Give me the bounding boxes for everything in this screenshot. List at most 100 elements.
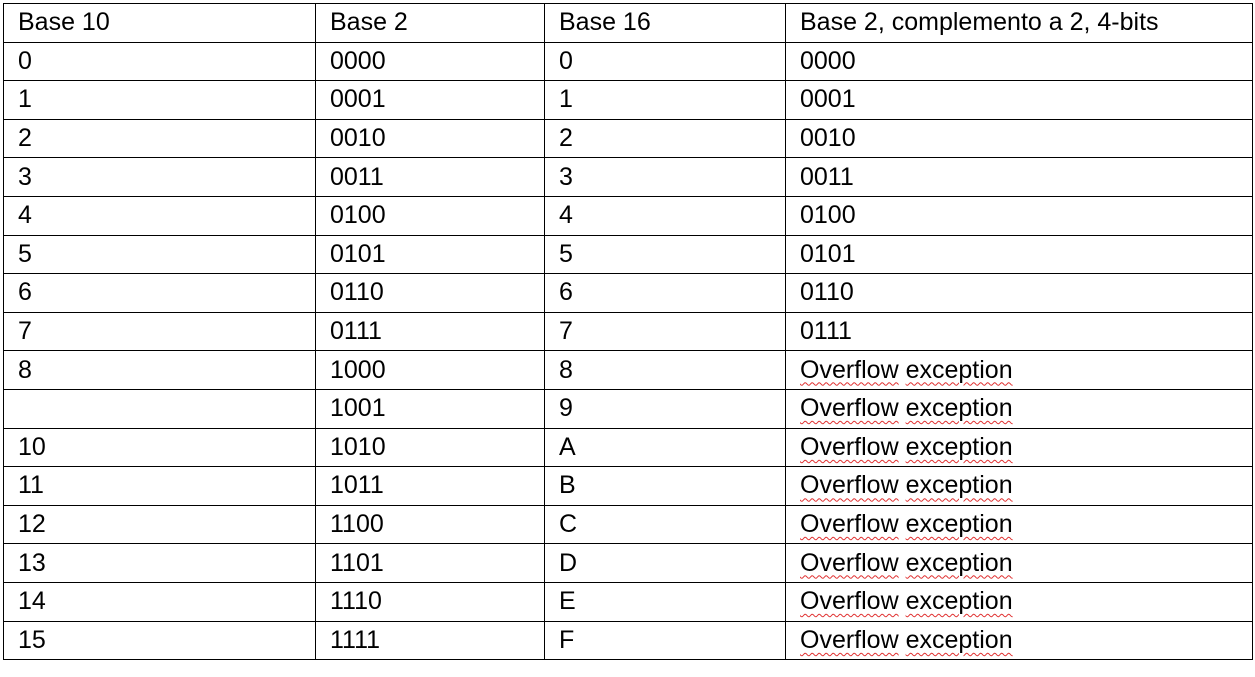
- overflow-word: exception: [905, 548, 1013, 577]
- cell-base2: 1101: [315, 543, 545, 583]
- cell-base2: 0110: [315, 273, 545, 313]
- cell-base16: B: [544, 466, 786, 506]
- cell-base10: 0: [3, 41, 316, 82]
- overflow-word: Overflow: [800, 548, 899, 577]
- cell-base16: C: [544, 504, 786, 545]
- overflow-word: exception: [905, 394, 1013, 423]
- cell-base2: 0101: [315, 234, 545, 275]
- cell-base16: E: [544, 581, 786, 622]
- header-base10: Base 10: [3, 3, 316, 43]
- cell-base2: 0001: [315, 80, 545, 120]
- cell-base10: 11: [3, 466, 316, 506]
- cell-base16: 7: [544, 311, 786, 352]
- cell-base10: 13: [3, 543, 316, 583]
- cell-twos-complement-overflow: Overflow exception: [785, 620, 1253, 661]
- cell-twos-complement: 0001: [785, 80, 1253, 120]
- cell-twos-complement-overflow: Overflow exception: [785, 427, 1253, 468]
- overflow-word: exception: [905, 510, 1013, 539]
- cell-base10: 8: [3, 350, 316, 390]
- overflow-word: exception: [905, 355, 1013, 384]
- cell-base16: 3: [544, 157, 786, 197]
- cell-twos-complement: 0101: [785, 234, 1253, 275]
- cell-twos-complement-overflow: Overflow exception: [785, 581, 1253, 622]
- cell-base10: 14: [3, 581, 316, 622]
- cell-base16: 9: [544, 388, 786, 429]
- cell-base16: 8: [544, 350, 786, 390]
- cell-base16: F: [544, 620, 786, 661]
- cell-base2: 1010: [315, 427, 545, 468]
- cell-base2: 0111: [315, 311, 545, 352]
- overflow-word: exception: [905, 432, 1013, 461]
- overflow-word: Overflow: [800, 355, 899, 384]
- cell-base16: D: [544, 543, 786, 583]
- cell-base10: 10: [3, 427, 316, 468]
- cell-twos-complement: 0011: [785, 157, 1253, 197]
- cell-twos-complement: 0111: [785, 311, 1253, 352]
- cell-base10: 15: [3, 620, 316, 661]
- cell-base2: 1110: [315, 581, 545, 622]
- cell-base10: 4: [3, 195, 316, 236]
- cell-base16: 2: [544, 118, 786, 159]
- cell-base16: 1: [544, 80, 786, 120]
- cell-base2: 1001: [315, 388, 545, 429]
- cell-base16: 6: [544, 273, 786, 313]
- overflow-word: exception: [905, 471, 1013, 500]
- cell-twos-complement-overflow: Overflow exception: [785, 504, 1253, 545]
- cell-twos-complement: 0100: [785, 195, 1253, 236]
- cell-base10: 7: [3, 311, 316, 352]
- overflow-word: Overflow: [800, 432, 899, 461]
- cell-base16: 0: [544, 41, 786, 82]
- cell-base10: 2: [3, 118, 316, 159]
- number-base-table: Base 10 Base 2 Base 16 Base 2, complemen…: [3, 3, 1253, 661]
- overflow-word: Overflow: [800, 587, 899, 616]
- cell-twos-complement-overflow: Overflow exception: [785, 350, 1253, 390]
- header-base16: Base 16: [544, 3, 786, 43]
- cell-base2: 0011: [315, 157, 545, 197]
- cell-base10: [3, 388, 316, 429]
- cell-base10: 3: [3, 157, 316, 197]
- header-base2: Base 2: [315, 3, 545, 43]
- cell-twos-complement: 0010: [785, 118, 1253, 159]
- cell-base16: 4: [544, 195, 786, 236]
- cell-base2: 0010: [315, 118, 545, 159]
- overflow-word: Overflow: [800, 510, 899, 539]
- cell-twos-complement: 0110: [785, 273, 1253, 313]
- header-twos-complement: Base 2, complemento a 2, 4-bits: [785, 3, 1253, 43]
- cell-base2: 1100: [315, 504, 545, 545]
- cell-base16: A: [544, 427, 786, 468]
- cell-base2: 1000: [315, 350, 545, 390]
- cell-twos-complement-overflow: Overflow exception: [785, 466, 1253, 506]
- cell-base2: 0100: [315, 195, 545, 236]
- cell-base10: 12: [3, 504, 316, 545]
- cell-twos-complement-overflow: Overflow exception: [785, 388, 1253, 429]
- cell-base10: 5: [3, 234, 316, 275]
- cell-twos-complement-overflow: Overflow exception: [785, 543, 1253, 583]
- cell-base10: 1: [3, 80, 316, 120]
- cell-base2: 0000: [315, 41, 545, 82]
- table-header-row: Base 10 Base 2 Base 16 Base 2, complemen…: [3, 3, 1253, 43]
- cell-base2: 1011: [315, 466, 545, 506]
- cell-base16: 5: [544, 234, 786, 275]
- overflow-word: exception: [905, 587, 1013, 616]
- overflow-word: Overflow: [800, 471, 899, 500]
- cell-base10: 6: [3, 273, 316, 313]
- cell-base2: 1111: [315, 620, 545, 661]
- overflow-word: Overflow: [800, 625, 899, 654]
